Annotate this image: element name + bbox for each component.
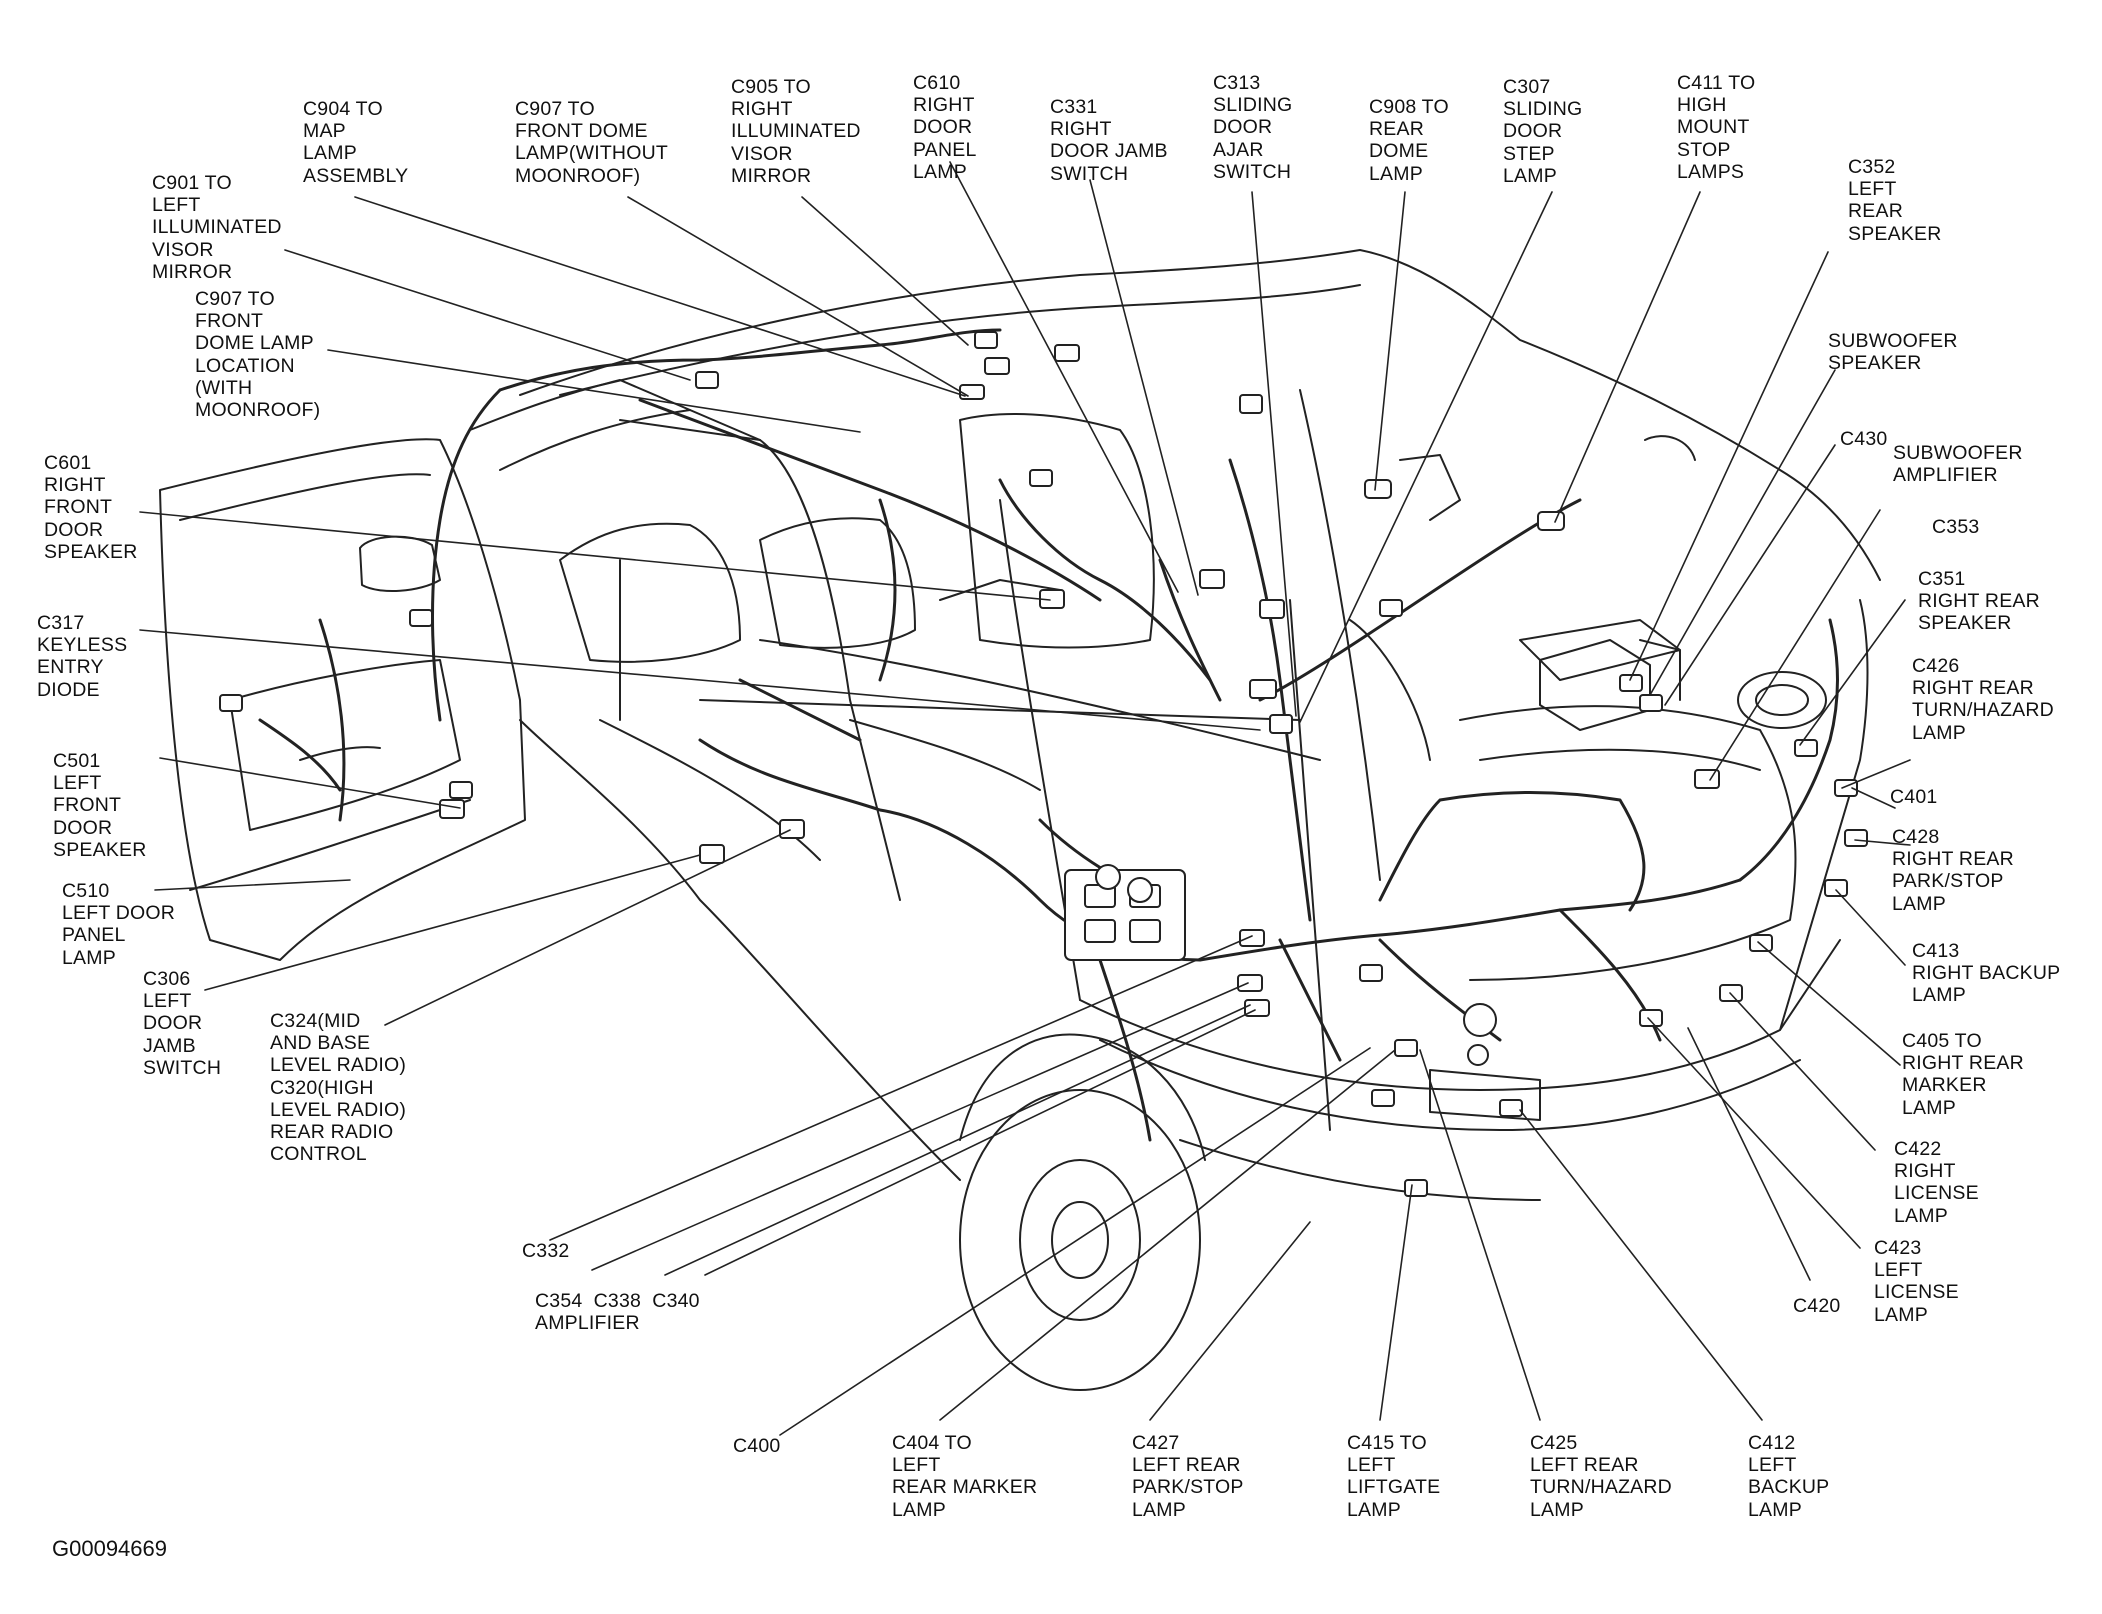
callout-c404-left-rear-marker-lamp: C404 TO LEFT REAR MARKER LAMP [892, 1432, 1038, 1521]
callout-c610-right-door-panel-lamp: C610 RIGHT DOOR PANEL LAMP [913, 72, 977, 183]
callout-c428-right-rear-park-stop-lamp: C428 RIGHT REAR PARK/STOP LAMP [1892, 826, 2014, 915]
callout-subwoofer-amplifier: SUBWOOFER AMPLIFIER [1893, 442, 2023, 487]
callout-c352-left-rear-speaker: C352 LEFT REAR SPEAKER [1848, 156, 1942, 245]
leader-lines [139, 161, 1911, 1436]
callout-c313-sliding-door-ajar-switch: C313 SLIDING DOOR AJAR SWITCH [1213, 72, 1293, 183]
callout-c427-left-rear-park-stop-lamp: C427 LEFT REAR PARK/STOP LAMP [1132, 1432, 1244, 1521]
callout-c905-right-visor-mirror: C905 TO RIGHT ILLUMINATED VISOR MIRROR [731, 76, 861, 187]
wiring-harness [258, 328, 1839, 1142]
callout-c405-right-rear-marker-lamp: C405 TO RIGHT REAR MARKER LAMP [1902, 1030, 2024, 1119]
callout-c907-front-dome-lamp-location: C907 TO FRONT DOME LAMP LOCATION (WITH M… [195, 288, 321, 422]
callout-c415-left-liftgate-lamp: C415 TO LEFT LIFTGATE LAMP [1347, 1432, 1441, 1521]
callout-c354-c338-c340-amplifier: C354 C338 C340 AMPLIFIER [535, 1290, 700, 1335]
callout-c317-keyless-entry-diode: C317 KEYLESS ENTRY DIODE [37, 612, 128, 701]
callout-c412-left-backup-lamp: C412 LEFT BACKUP LAMP [1748, 1432, 1830, 1521]
callout-subwoofer-speaker: SUBWOOFER SPEAKER [1828, 330, 1958, 375]
callout-c904-map-lamp: C904 TO MAP LAMP ASSEMBLY [303, 98, 409, 187]
callout-c413-right-backup-lamp: C413 RIGHT BACKUP LAMP [1912, 940, 2061, 1007]
callout-c306-left-door-jamb-switch: C306 LEFT DOOR JAMB SWITCH [143, 968, 222, 1079]
callout-c422-right-license-lamp: C422 RIGHT LICENSE LAMP [1894, 1138, 1979, 1227]
callout-c901-left-visor-mirror: C901 TO LEFT ILLUMINATED VISOR MIRROR [152, 172, 282, 283]
callout-c510-left-door-panel-lamp: C510 LEFT DOOR PANEL LAMP [62, 880, 176, 969]
callout-c501-left-front-door-speaker: C501 LEFT FRONT DOOR SPEAKER [53, 750, 147, 861]
callout-c423-left-license-lamp: C423 LEFT LICENSE LAMP [1874, 1237, 1959, 1326]
callout-c332: C332 [522, 1240, 570, 1262]
callout-c411-high-mount-stop-lamps: C411 TO HIGH MOUNT STOP LAMPS [1677, 72, 1756, 183]
figure-id: G00094669 [52, 1536, 167, 1561]
callout-c307-sliding-door-step-lamp: C307 SLIDING DOOR STEP LAMP [1503, 76, 1583, 187]
callout-c907-front-dome-lamp: C907 TO FRONT DOME LAMP(WITHOUT MOONROOF… [515, 98, 668, 187]
callout-c401: C401 [1890, 786, 1938, 808]
callout-c324-c320-radio-connectors: C324(MID AND BASE LEVEL RADIO) C320(HIGH… [270, 1010, 407, 1166]
callout-c351-right-rear-speaker: C351 RIGHT REAR SPEAKER [1918, 568, 2040, 635]
harness-connectors [219, 331, 1868, 1197]
callout-c420: C420 [1793, 1295, 1841, 1317]
callout-c908-rear-dome-lamp: C908 TO REAR DOME LAMP [1369, 96, 1449, 185]
callout-c331-right-door-jamb-switch: C331 RIGHT DOOR JAMB SWITCH [1050, 96, 1168, 185]
callout-c353: C353 [1932, 516, 1980, 538]
callout-c430: C430 [1840, 428, 1888, 450]
callout-c601-right-front-door-speaker: C601 RIGHT FRONT DOOR SPEAKER [44, 452, 138, 563]
callout-c426-right-rear-turn-hazard-lamp: C426 RIGHT REAR TURN/HAZARD LAMP [1912, 655, 2054, 744]
callout-c425-left-rear-turn-hazard-lamp: C425 LEFT REAR TURN/HAZARD LAMP [1530, 1432, 1672, 1521]
callout-c400: C400 [733, 1435, 781, 1457]
vehicle-body-outline [159, 249, 1881, 1391]
